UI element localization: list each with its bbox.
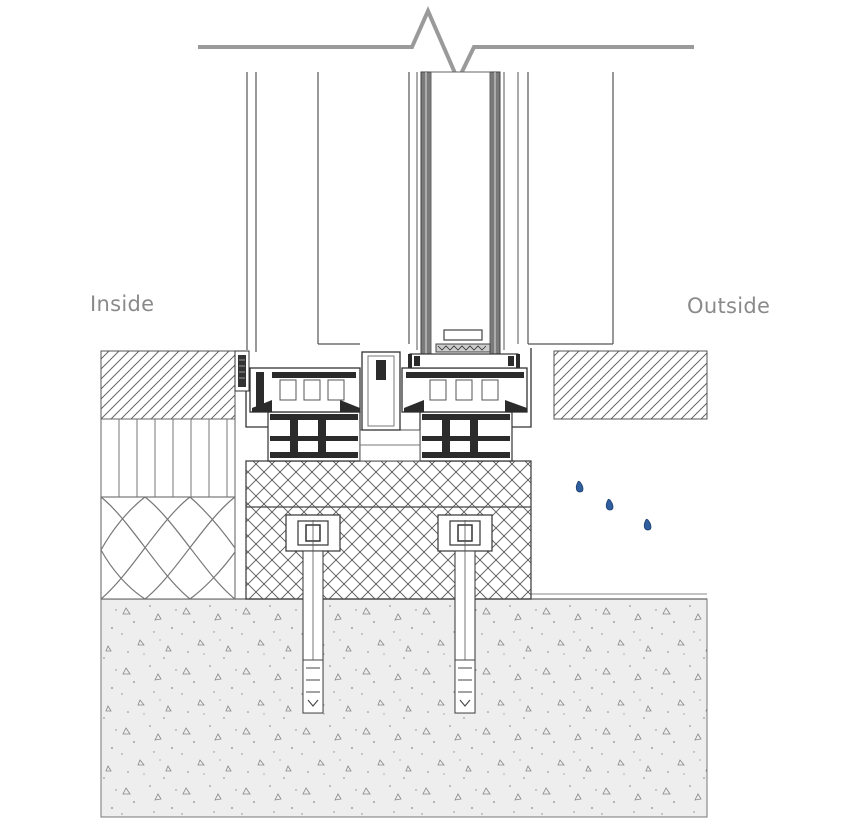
sliding-sash xyxy=(317,72,614,345)
anchor-left xyxy=(285,514,341,714)
concrete-slab xyxy=(100,598,708,818)
inner-frame-jamb xyxy=(246,72,257,352)
frame-track-details xyxy=(252,360,527,412)
anchor-right xyxy=(437,514,493,714)
glass-unit xyxy=(408,71,520,369)
break-line-icon xyxy=(198,6,694,85)
inside-screed xyxy=(100,350,236,420)
inside-label: Inside xyxy=(90,292,155,316)
outside-paving xyxy=(553,350,708,420)
inside-seal xyxy=(234,350,250,392)
outside-label: Outside xyxy=(687,294,771,318)
water-drop-icon xyxy=(575,480,652,531)
frame-profile-lower xyxy=(267,411,513,462)
soft-insulation xyxy=(100,496,236,600)
rigid-insulation xyxy=(100,418,236,498)
